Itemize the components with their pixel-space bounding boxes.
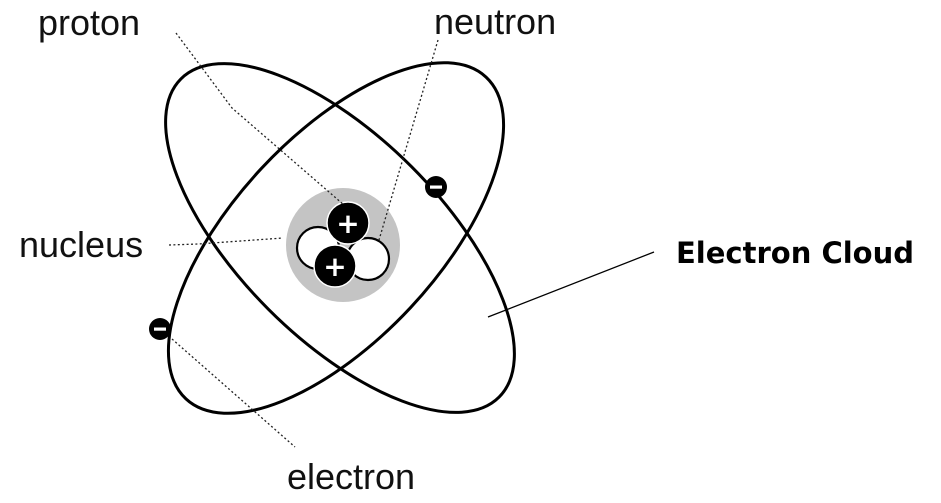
proton-charge: + xyxy=(336,207,359,240)
proton-label: proton xyxy=(38,2,140,43)
orbits xyxy=(164,61,516,415)
nucleus: + + xyxy=(286,188,400,302)
electron-charge-icon xyxy=(154,327,166,331)
leader-lines xyxy=(168,32,655,448)
electron-cloud-leader xyxy=(487,251,655,318)
orbit-right-tilted xyxy=(164,62,516,414)
electron-label: electron xyxy=(287,456,415,497)
proton-leader xyxy=(175,32,345,206)
electron-leader xyxy=(171,338,296,448)
proton xyxy=(326,201,370,245)
nucleus-label: nucleus xyxy=(19,224,143,265)
neutron-label: neutron xyxy=(434,1,556,42)
nucleus-leader xyxy=(168,237,284,246)
electron-charge-icon xyxy=(430,185,442,189)
electrons xyxy=(149,176,447,340)
neutron-leader xyxy=(378,39,439,241)
proton-charge: + xyxy=(323,250,346,283)
electron-cloud-label: Electron Cloud xyxy=(676,236,914,270)
proton xyxy=(313,244,357,288)
orbit-left-tilted xyxy=(166,61,506,415)
